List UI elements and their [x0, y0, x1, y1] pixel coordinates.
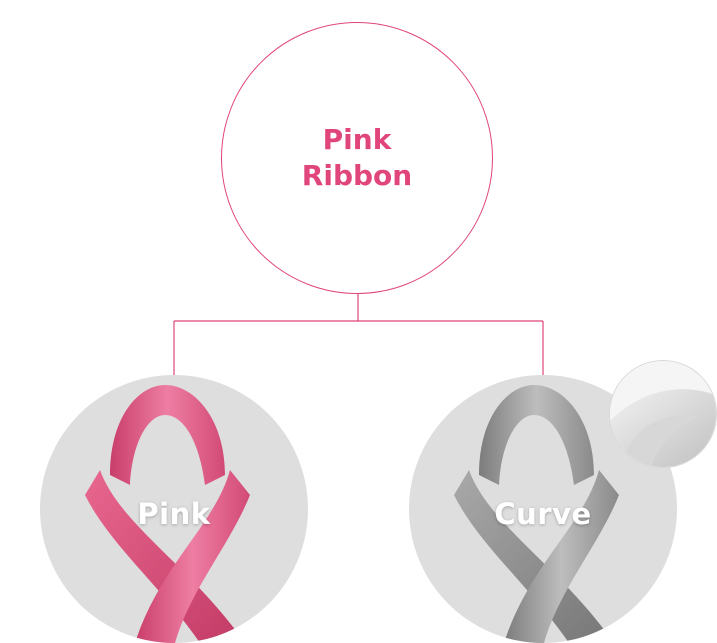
child-node-pink: Pink [40, 375, 308, 643]
grey-ribbon-icon [454, 385, 619, 643]
child-label-curve: Curve [494, 497, 592, 531]
root-title-line2: Ribbon [301, 159, 413, 192]
child-label-pink: Pink [137, 497, 211, 531]
ribbon-fold-icon [610, 361, 716, 467]
ribbon-texture-zoom-icon [609, 360, 717, 468]
root-title-line1: Pink [322, 123, 392, 156]
root-node: Pink Ribbon [221, 22, 493, 294]
pink-ribbon-icon [85, 385, 250, 643]
